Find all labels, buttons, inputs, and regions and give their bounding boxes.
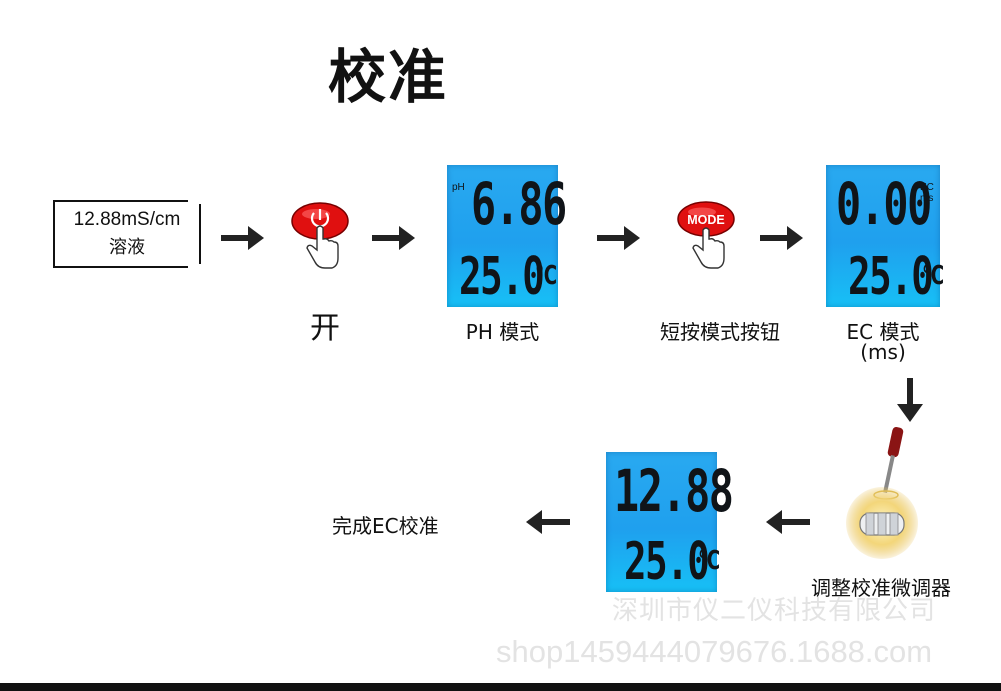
- ph-reading: 6.86: [471, 170, 567, 238]
- bottom-bar: [0, 683, 1001, 691]
- power-label: 开: [310, 311, 340, 346]
- mode-button-text: MODE: [687, 213, 725, 227]
- trimmer-potentiometer-icon: [859, 512, 905, 536]
- ec-mode-unit-label: (ms): [860, 340, 906, 364]
- ph-unit: pH: [452, 182, 465, 193]
- done-label: 完成EC校准: [332, 514, 439, 538]
- calibrated-lcd-display: 12.88 25.0 ℃: [606, 452, 734, 592]
- arrow-right-3: [597, 226, 640, 250]
- mode-button-icon[interactable]: MODE: [676, 200, 738, 275]
- ph-lcd-display: pH 6.86 25.0 ℃: [447, 165, 567, 307]
- ec-mode-label: EC 模式: [846, 320, 920, 344]
- solution-concentration: 12.88mS/cm: [73, 209, 181, 230]
- ec-reading: 0.00: [836, 170, 932, 238]
- screwdriver-trimmer-icon: [846, 427, 918, 559]
- arrow-right-1: [221, 226, 264, 250]
- arrow-right-4: [760, 226, 803, 250]
- watermark-shop-url: shop1459444079676.1688.com: [496, 634, 933, 669]
- mode-button-label: 短按模式按钮: [660, 320, 780, 344]
- box-bracket-gap: [188, 264, 204, 272]
- solution-box: 12.88mS/cm 溶液: [53, 200, 201, 268]
- ec-temp-unit: ℃: [922, 261, 945, 291]
- ph-temp-unit: ℃: [535, 261, 558, 291]
- page-title: 校准: [328, 43, 449, 111]
- ph-mode-label: PH 模式: [465, 320, 540, 344]
- box-bracket-gap: [188, 196, 204, 204]
- ec-lcd-display: 0.00 EC ms 25.0 ℃: [826, 165, 944, 307]
- ec-temp: 25.0: [848, 247, 934, 307]
- arrow-right-2: [372, 226, 415, 250]
- adjust-trimmer-label: 调整校准微调器: [811, 576, 951, 600]
- calibrated-temp: 25.0: [624, 532, 710, 592]
- arrow-left-1: [766, 510, 810, 534]
- pointing-hand-icon: [692, 227, 725, 269]
- arrow-down: [897, 378, 923, 422]
- arrow-left-2: [526, 510, 570, 534]
- power-button-icon[interactable]: [290, 200, 352, 275]
- ph-temp: 25.0: [459, 247, 545, 307]
- ec-unit: EC ms: [920, 182, 934, 204]
- solution-label: 溶液: [109, 237, 145, 258]
- pointing-hand-icon: [306, 225, 339, 269]
- watermark-company: 深圳市仪二仪科技有限公司: [612, 595, 937, 625]
- calibrated-reading: 12.88: [614, 457, 734, 525]
- calibrated-temp-unit: ℃: [698, 546, 721, 576]
